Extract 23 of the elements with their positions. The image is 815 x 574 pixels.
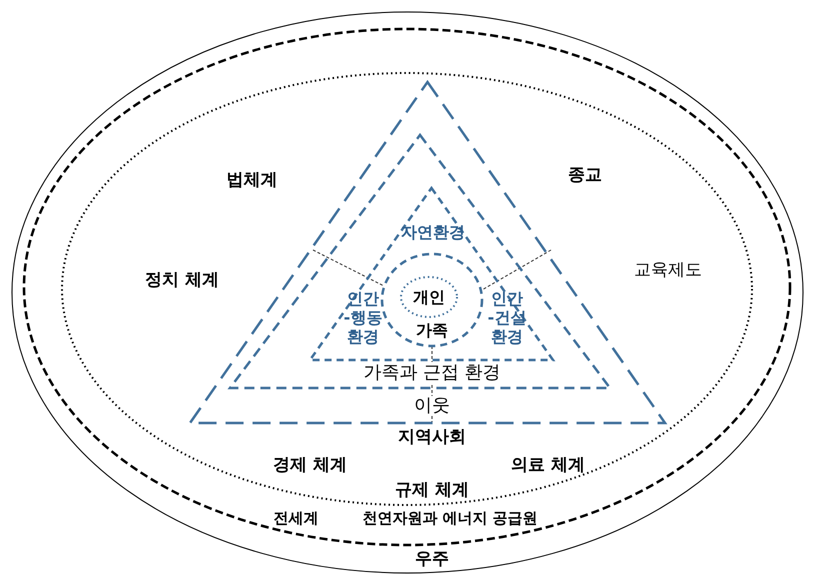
region-label: 개인 [412, 287, 446, 307]
region-label: 경제 체계 [272, 454, 348, 476]
region-label: 교육제도 [633, 260, 703, 280]
region-label: 자연환경 [400, 222, 466, 242]
region-label: 가족과 근접 환경 [362, 362, 502, 384]
region-label: 전세계 [272, 509, 320, 527]
dotted-ellipse [62, 73, 752, 505]
region-label: 법체계 [226, 170, 278, 190]
region-label: 지역사회 [397, 426, 467, 448]
region-label: 천연자원과 에너지 공급원 [361, 509, 539, 527]
region-label: 규제 체계 [394, 480, 470, 500]
region-label: 우주 [414, 548, 450, 570]
region-label: 종교 [567, 164, 603, 186]
region-label: 이웃 [413, 395, 451, 417]
region-label: 인간 -행동 환경 [343, 289, 383, 347]
triangle-region [310, 188, 553, 360]
triangle-region [230, 135, 610, 388]
dotted-circle [401, 277, 457, 317]
region-label: 의료 체계 [510, 454, 586, 476]
region-label: 인간 -건설 환경 [487, 289, 527, 347]
dashed-circle [382, 254, 482, 346]
region-label: 정치 체계 [144, 270, 220, 290]
region-label: 가족 [415, 320, 449, 340]
